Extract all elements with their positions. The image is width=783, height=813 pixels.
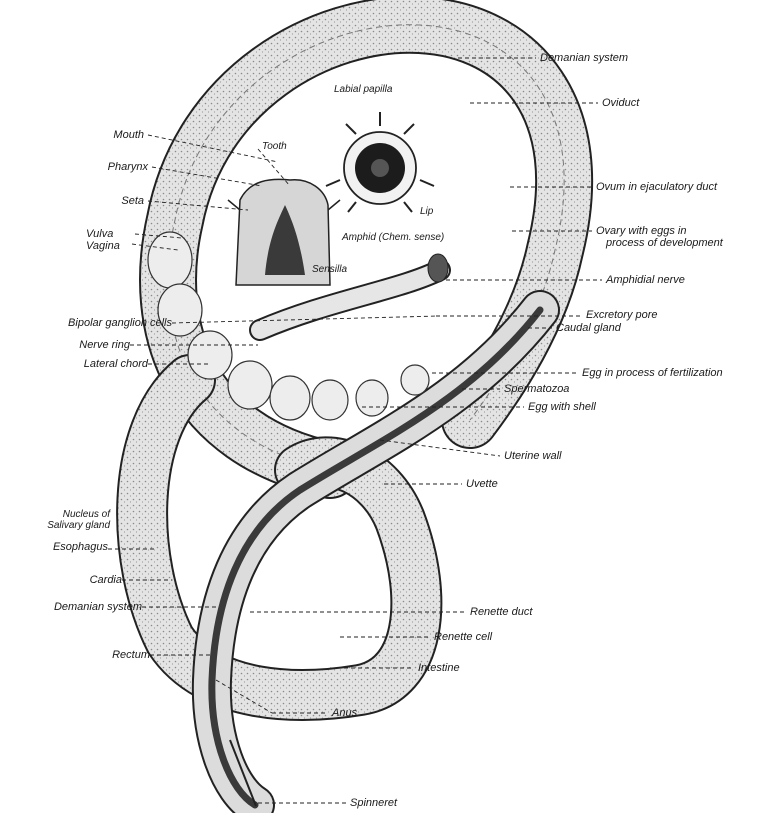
label-renette-cell: Renette cell <box>434 631 492 643</box>
en-face-view <box>326 112 434 212</box>
label-anus: Anus <box>332 707 357 719</box>
label-amphidial-nerve: Amphidial nerve <box>606 274 685 286</box>
label-pharynx: Pharynx <box>72 161 148 173</box>
label-demanian-system-top: Demanian system <box>540 52 628 64</box>
label-lip: Lip <box>420 206 433 217</box>
label-uterine-wall: Uterine wall <box>504 450 561 462</box>
label-cardia: Cardia <box>40 574 122 586</box>
label-rectum: Rectum <box>60 649 150 661</box>
label-caudal-gland: Caudal gland <box>556 322 621 334</box>
label-amphid: Amphid (Chem. sense) <box>342 232 444 243</box>
label-ovary-line1: Ovary with eggs in <box>596 225 686 237</box>
label-ovum-in-ejaculatory-duct: Ovum in ejaculatory duct <box>596 181 717 193</box>
label-esophagus: Esophagus <box>10 541 108 553</box>
label-spinneret: Spinneret <box>350 797 397 809</box>
label-nucleus-line1: Nucleus of <box>20 509 110 520</box>
label-bipolar-ganglion-cells: Bipolar ganglion cells <box>4 317 172 329</box>
label-spermatozoa: Spermatozoa <box>504 383 569 395</box>
label-sensilla: Sensilla <box>312 264 347 275</box>
label-ovary-line2: process of development <box>606 237 723 249</box>
label-oviduct: Oviduct <box>602 97 639 109</box>
label-intestine: Intestine <box>418 662 460 674</box>
label-vulva: Vulva <box>86 228 113 240</box>
label-nucleus-line2: Salivary gland <box>10 520 110 531</box>
label-labial-papilla: Labial papilla <box>334 84 392 95</box>
label-vagina: Vagina <box>86 240 120 252</box>
label-mouth: Mouth <box>82 129 144 141</box>
label-egg-with-shell: Egg with shell <box>528 401 596 413</box>
label-excretory-pore: Excretory pore <box>586 309 658 321</box>
label-demanian-system-bottom: Demanian system <box>4 601 142 613</box>
label-seta: Seta <box>82 195 144 207</box>
label-tooth: Tooth <box>262 141 287 152</box>
label-lateral-chord: Lateral chord <box>20 358 148 370</box>
label-nerve-ring: Nerve ring <box>44 339 130 351</box>
label-renette-duct: Renette duct <box>470 606 532 618</box>
label-uvette: Uvette <box>466 478 498 490</box>
label-egg-in-fertilization: Egg in process of fertilization <box>582 367 723 379</box>
